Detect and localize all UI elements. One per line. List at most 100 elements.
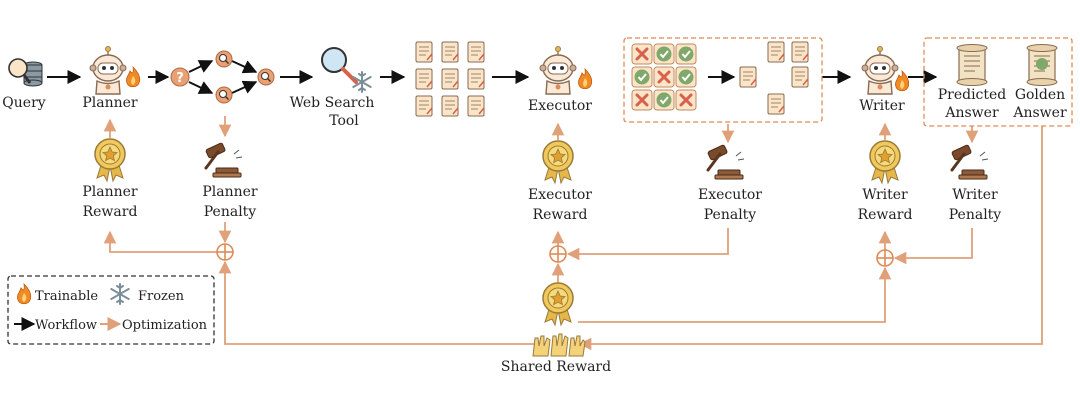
writer-label: Writer xyxy=(859,98,905,114)
query-label: Query xyxy=(2,95,45,111)
cross-icon xyxy=(630,88,654,112)
raised-hands-icon xyxy=(532,333,586,357)
check-icon xyxy=(675,43,697,65)
legend-workflow: Workflow xyxy=(35,318,97,333)
gavel-icon xyxy=(950,143,990,181)
writer-reward-line2: Reward xyxy=(858,207,913,223)
planner-node: Planner xyxy=(82,45,141,111)
writer-penalty-node: Writer Penalty xyxy=(949,143,1002,223)
cross-icon xyxy=(674,88,698,112)
robot-agent-icon xyxy=(861,45,899,95)
cross-icon xyxy=(630,42,654,66)
web-search-label-line2: Tool xyxy=(329,113,359,129)
executor-verification-box xyxy=(623,37,823,123)
retrieved-documents xyxy=(415,41,485,117)
fire-icon xyxy=(577,68,593,90)
legend-frozen: Frozen xyxy=(138,289,185,304)
planner-penalty-line2: Penalty xyxy=(204,204,257,220)
robot-agent-icon xyxy=(89,45,127,95)
question-icon: ? xyxy=(170,67,190,87)
gavel-icon xyxy=(706,143,746,181)
cross-icon xyxy=(652,65,676,89)
golden-answer-line2: Answer xyxy=(1012,105,1067,121)
shared-reward-node: Shared Reward xyxy=(501,282,611,375)
check-icon xyxy=(631,66,653,88)
document-icon xyxy=(415,41,433,63)
document-icon xyxy=(767,41,785,63)
planner-reward-node: Planner Reward xyxy=(82,138,138,220)
document-icon xyxy=(441,68,459,90)
executor-reward-node: Executor Reward xyxy=(528,140,592,223)
writer-penalty-line1: Writer xyxy=(952,187,998,203)
executor-label: Executor xyxy=(528,98,592,114)
predicted-answer-node: Predicted Answer xyxy=(938,43,1007,121)
web-search-label-line1: Web Search xyxy=(290,95,375,111)
writer-reward-node: Writer Reward xyxy=(858,140,913,223)
legend-trainable: Trainable xyxy=(35,289,98,304)
scroll-icon xyxy=(956,43,988,87)
document-icon xyxy=(791,66,809,88)
document-icon xyxy=(415,95,433,117)
snowflake-icon xyxy=(110,283,130,305)
planner-label: Planner xyxy=(82,95,138,111)
predicted-answer-line1: Predicted xyxy=(938,87,1007,103)
search-step-icon xyxy=(215,50,233,68)
executor-penalty-line1: Executor xyxy=(698,187,762,203)
search-step-icon xyxy=(215,86,233,104)
workflow-arrows xyxy=(47,60,938,94)
planner-reward-line1: Planner xyxy=(82,184,138,200)
medal-icon xyxy=(542,140,574,184)
document-icon xyxy=(791,41,809,63)
legend-optimization: Optimization xyxy=(122,318,208,333)
document-icon xyxy=(467,41,485,63)
fire-icon xyxy=(894,70,910,92)
document-icon xyxy=(467,68,485,90)
verification-grid xyxy=(630,42,698,112)
web-search-tool-node: Web Search Tool xyxy=(290,47,375,129)
executor-reward-line1: Executor xyxy=(528,187,592,203)
legend: Trainable Frozen Workflow Optimization xyxy=(14,283,208,333)
executor-penalty-line2: Penalty xyxy=(704,207,757,223)
legend-box xyxy=(7,275,215,345)
search-step-icon xyxy=(257,68,275,86)
planner-penalty-line1: Planner xyxy=(202,184,258,200)
document-icon xyxy=(739,66,757,88)
planner-search-graph: ? xyxy=(170,50,275,104)
check-icon xyxy=(653,43,675,65)
planner-sum-icon xyxy=(216,243,234,261)
shared-reward-label: Shared Reward xyxy=(501,359,611,375)
medal-icon xyxy=(869,140,901,184)
verified-documents xyxy=(739,41,809,115)
golden-answer-line1: Golden xyxy=(1015,87,1065,103)
medal-icon xyxy=(542,282,574,326)
document-icon xyxy=(467,95,485,117)
document-icon xyxy=(441,95,459,117)
gavel-icon xyxy=(204,141,244,179)
executor-node: Executor xyxy=(528,45,593,114)
executor-reward-line2: Reward xyxy=(533,207,588,223)
predicted-answer-line2: Answer xyxy=(944,105,999,121)
document-icon xyxy=(415,68,433,90)
query-node: Query xyxy=(2,58,46,111)
fire-icon xyxy=(16,283,32,305)
check-icon xyxy=(653,89,675,111)
answer-comparison-box xyxy=(923,37,1073,127)
executor-sum-icon xyxy=(549,245,567,263)
optimization-arrows xyxy=(103,116,1043,351)
search-database-icon xyxy=(8,58,43,87)
planner-penalty-node: Planner Penalty xyxy=(202,141,258,220)
writer-penalty-line2: Penalty xyxy=(949,207,1002,223)
writer-node: Writer xyxy=(859,45,910,114)
planner-reward-line2: Reward xyxy=(83,204,138,220)
executor-penalty-node: Executor Penalty xyxy=(698,143,762,223)
seal-icon xyxy=(1036,58,1048,70)
document-icon xyxy=(441,41,459,63)
magnifier-icon xyxy=(321,47,358,84)
medal-icon xyxy=(94,138,126,182)
svg-text:?: ? xyxy=(176,71,184,86)
document-icon xyxy=(767,93,785,115)
writer-reward-line1: Writer xyxy=(862,187,908,203)
robot-agent-icon xyxy=(539,45,577,95)
fire-icon xyxy=(125,66,141,88)
